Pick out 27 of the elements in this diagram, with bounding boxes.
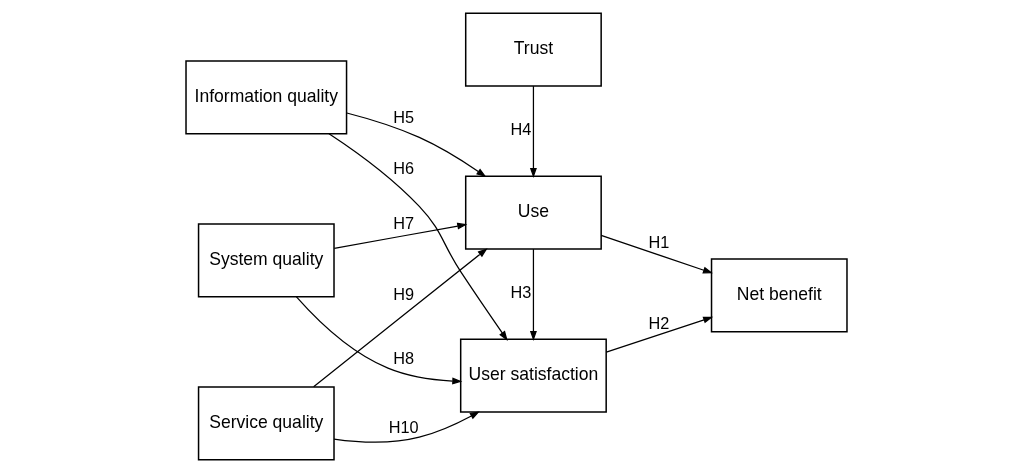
- arrow: [313, 248, 488, 388]
- arrow: [295, 296, 463, 385]
- arrow: [605, 316, 714, 353]
- edge-label: H1: [648, 233, 670, 252]
- node-box: System quality: [197, 223, 335, 298]
- edge-label: H2: [648, 313, 670, 332]
- node-box: Trust: [464, 12, 602, 87]
- node-box: Information quality: [185, 60, 348, 135]
- arrow: [333, 222, 468, 249]
- arrow: [346, 112, 487, 178]
- edge-label: H5: [393, 107, 415, 126]
- arrow: [333, 411, 480, 443]
- node-box: User satisfaction: [459, 338, 607, 413]
- edge-label: H7: [393, 214, 415, 233]
- edge-label: H4: [510, 120, 532, 139]
- edge-label: H6: [393, 159, 415, 178]
- arrow: [600, 234, 713, 274]
- arrow: [529, 85, 537, 178]
- edge-label: H3: [510, 283, 532, 302]
- node-box: Net benefit: [710, 258, 848, 333]
- edge-label: H9: [393, 284, 415, 303]
- edge-label: H8: [393, 348, 415, 367]
- arrow: [529, 248, 537, 342]
- arrow: [328, 133, 508, 341]
- node-box: Service quality: [197, 386, 335, 461]
- edge-label: H10: [388, 417, 419, 436]
- node-box: Use: [464, 175, 602, 250]
